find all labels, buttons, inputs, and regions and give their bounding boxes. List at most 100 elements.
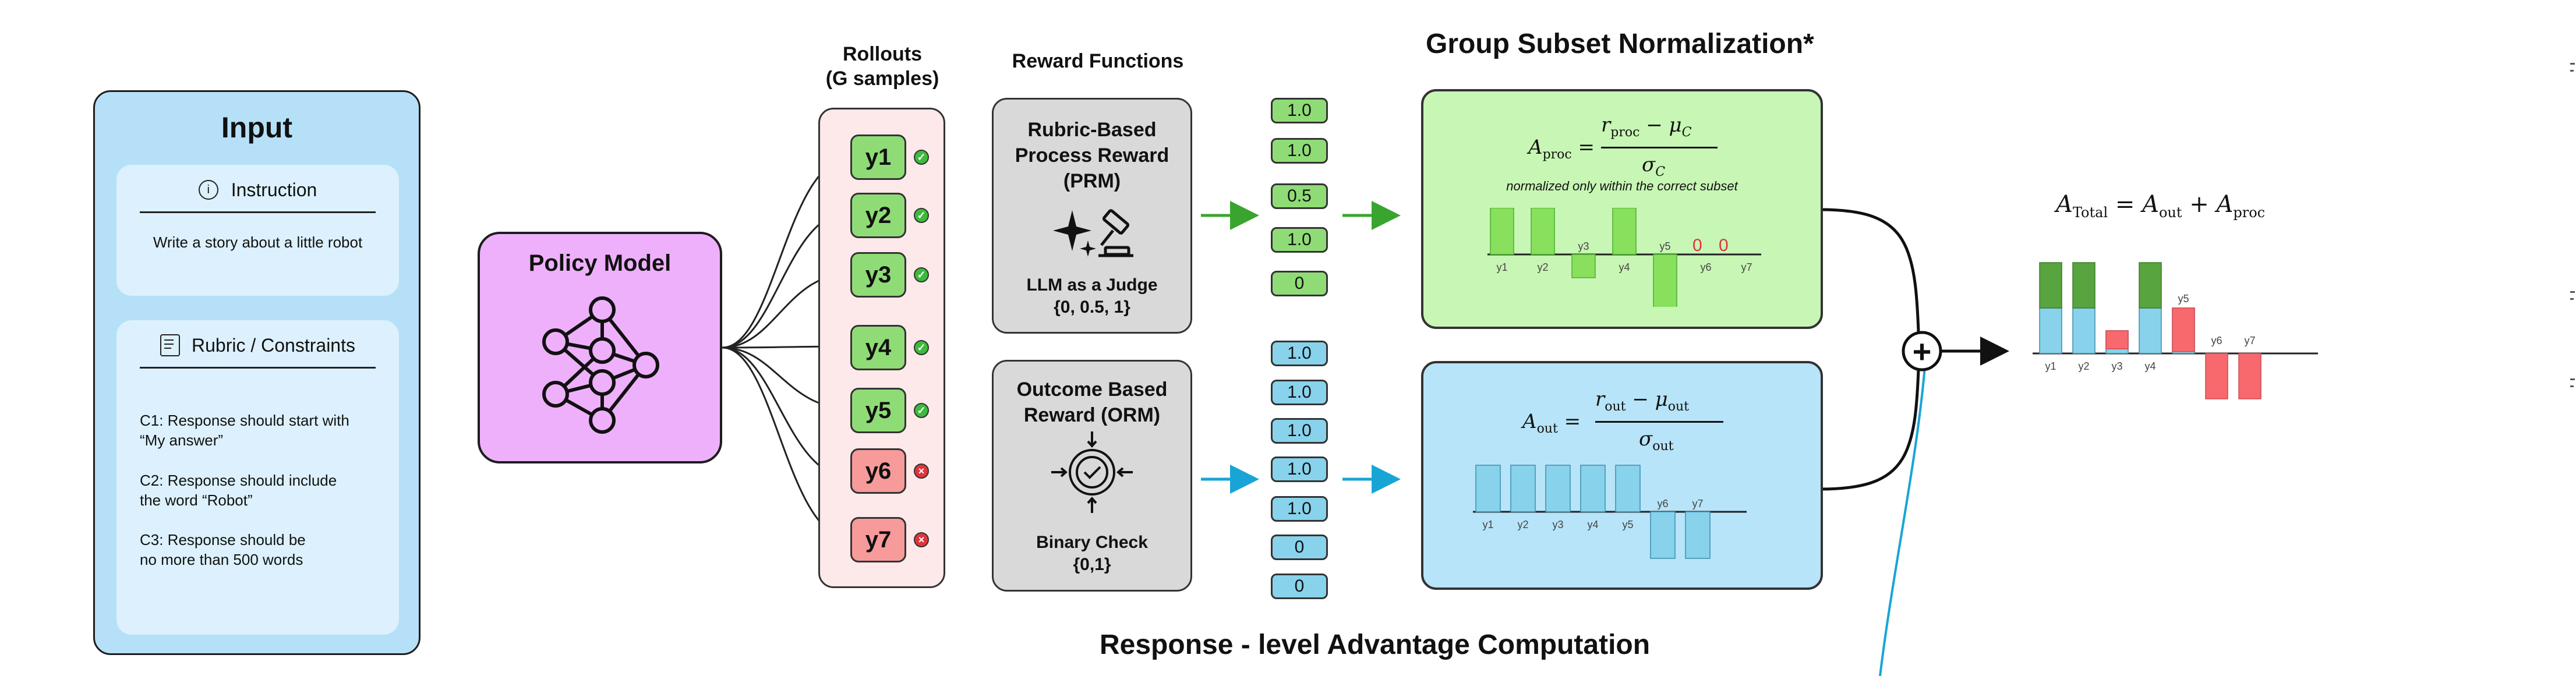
constraint-c2-line2: the word “Robot” bbox=[140, 491, 253, 509]
constraint-c3-line1: C3: Response should be bbox=[140, 531, 306, 548]
rollout-y4: y4 bbox=[850, 325, 906, 370]
tick-label-y4: y4 bbox=[2144, 360, 2155, 372]
constraint-c1: C1: Response should start with “My answe… bbox=[140, 410, 349, 450]
reward-functions-title: Reward Functions bbox=[1012, 50, 1184, 72]
prm-score: 1.0 bbox=[1271, 227, 1328, 253]
bar-y1 bbox=[1475, 465, 1501, 512]
rubric-card: Rubric / Constraints C1: Response should… bbox=[116, 320, 399, 635]
total-formula: ATotal = Aout + Aproc bbox=[2056, 191, 2266, 221]
bar-y7-outcome bbox=[2238, 353, 2261, 399]
prm-judge-line1: LLM as a Judge bbox=[1026, 275, 1158, 295]
tick-label-y2: y2 bbox=[2078, 360, 2089, 372]
footer-title: Response - level Advantage Computation bbox=[1100, 629, 1651, 660]
tick-label-y2: y2 bbox=[1537, 261, 1548, 273]
total-rhs1: A bbox=[2142, 191, 2159, 218]
rollout-y3: y3 bbox=[850, 252, 906, 298]
prm-judge-line2: {0, 0.5, 1} bbox=[1054, 298, 1130, 317]
orm-title: Outcome Based Reward (ORM) bbox=[994, 377, 1190, 428]
constraint-c1-line2: “My answer” bbox=[140, 431, 224, 449]
bar-y7 bbox=[1685, 511, 1711, 559]
total-rhs2: A bbox=[2216, 191, 2234, 218]
orm-score: 1.0 bbox=[1271, 341, 1328, 366]
tick-label-y4: y4 bbox=[1619, 261, 1630, 273]
proc-num-mu-sub: C bbox=[1681, 125, 1692, 140]
proc-note: normalized only within the correct subse… bbox=[1506, 179, 1738, 193]
bar-y2 bbox=[1510, 465, 1536, 512]
prm-judge: LLM as a Judge {0, 0.5, 1} bbox=[994, 274, 1190, 318]
neural-network-icon bbox=[542, 296, 659, 434]
tick-label-y7: y7 bbox=[2244, 335, 2255, 346]
rollouts-panel: y1 ✓ y2 ✓ y3 ✓ y4 ✓ y5 ✓ y6 × y7 × bbox=[818, 108, 945, 588]
constraint-c3-line2: no more than 500 words bbox=[140, 551, 303, 568]
orm-score: 0 bbox=[1271, 535, 1328, 560]
bar-y5 bbox=[1653, 254, 1677, 307]
rollout-y1: y1 bbox=[850, 135, 906, 180]
constraint-c2-line1: C2: Response should include bbox=[140, 472, 337, 489]
rollouts-title-line2: (G samples) bbox=[825, 68, 939, 90]
rollouts-title: Rollouts (G samples) bbox=[804, 42, 961, 91]
constraint-c2: C2: Response should include the word “Ro… bbox=[140, 470, 337, 510]
orm-score: 1.0 bbox=[1271, 380, 1328, 405]
orm-score: 0 bbox=[1271, 574, 1328, 599]
cross-icon: × bbox=[914, 532, 929, 547]
constraint-c3: C3: Response should be no more than 500 … bbox=[140, 530, 306, 569]
out-den: σ bbox=[1639, 427, 1653, 451]
out-num-mu-sub: out bbox=[1667, 399, 1690, 414]
bar-y6 bbox=[1650, 511, 1676, 559]
bar-y1-process bbox=[2039, 262, 2062, 309]
tick-label-y6: y6 bbox=[2211, 335, 2222, 346]
prm-box: Rubric-Based Process Reward (PRM) LLM as… bbox=[992, 98, 1192, 334]
constraint-c1-line1: C1: Response should start with bbox=[140, 412, 349, 429]
prm-title-line2: Process Reward bbox=[1015, 144, 1169, 167]
tick-label-y1: y1 bbox=[2045, 360, 2056, 372]
proc-zero-1: 0 bbox=[1692, 236, 1702, 255]
prm-title-line1: Rubric-Based bbox=[1027, 119, 1157, 141]
tick-label-y6: y6 bbox=[1657, 498, 1668, 509]
rubric-header: Rubric / Constraints bbox=[116, 331, 399, 360]
bar-y4-outcome bbox=[2139, 307, 2162, 354]
bar-y5 bbox=[1615, 465, 1641, 512]
orm-box: Outcome Based Reward (ORM) Binary Check … bbox=[992, 360, 1192, 592]
rollouts-title-line1: Rollouts bbox=[843, 43, 922, 65]
tick-label-y7: y7 bbox=[1741, 261, 1752, 273]
bar-y1 bbox=[1490, 208, 1514, 255]
prm-score: 0.5 bbox=[1271, 183, 1328, 209]
policy-title: Policy Model bbox=[528, 250, 672, 276]
info-icon: i bbox=[198, 180, 218, 200]
check-icon: ✓ bbox=[914, 267, 929, 282]
out-lhs-sub: out bbox=[1536, 421, 1558, 436]
input-panel: Input i Instruction Write a story about … bbox=[93, 90, 421, 655]
out-num-r-sub: out bbox=[1605, 399, 1626, 414]
proc-lhs: A bbox=[1528, 136, 1543, 159]
total-lhs: A bbox=[2056, 191, 2073, 218]
tick-label-y4: y4 bbox=[1587, 519, 1598, 530]
tick-label-y5: y5 bbox=[1659, 240, 1670, 252]
instruction-divider bbox=[140, 211, 376, 213]
tick-label-y2: y2 bbox=[1517, 519, 1528, 530]
out-den-sub: out bbox=[1652, 438, 1674, 454]
tick-label-y3: y3 bbox=[1552, 519, 1563, 530]
total-rhs2-sub: proc bbox=[2233, 204, 2266, 221]
orm-score: 1.0 bbox=[1271, 456, 1328, 482]
orm-check-line2: {0,1} bbox=[1073, 555, 1111, 574]
out-formula: Aout = rout − μout σout bbox=[1522, 388, 1744, 458]
prm-title-line3: (PRM) bbox=[1063, 170, 1121, 192]
proc-num-r-sub: proc bbox=[1610, 125, 1640, 140]
prm-score: 0 bbox=[1271, 271, 1328, 296]
proc-formula: Aproc = rproc − μC σC bbox=[1528, 114, 1720, 183]
tick-label-y3: y3 bbox=[2111, 360, 2122, 372]
tick-label-y3: y3 bbox=[1578, 240, 1589, 252]
proc-norm-box: Aproc = rproc − μC σC normalized only wi… bbox=[1421, 89, 1823, 329]
policy-model-box: Policy Model bbox=[478, 232, 722, 463]
bar-y4 bbox=[1612, 208, 1637, 255]
total-rhs1-sub: out bbox=[2158, 204, 2182, 221]
cross-icon: × bbox=[914, 463, 929, 479]
out-lhs: A bbox=[1522, 410, 1537, 433]
bar-y4-process bbox=[2139, 262, 2162, 309]
bar-y2 bbox=[1531, 208, 1555, 255]
bar-y2-process bbox=[2072, 262, 2096, 309]
rollout-y6: y6 bbox=[850, 448, 906, 494]
